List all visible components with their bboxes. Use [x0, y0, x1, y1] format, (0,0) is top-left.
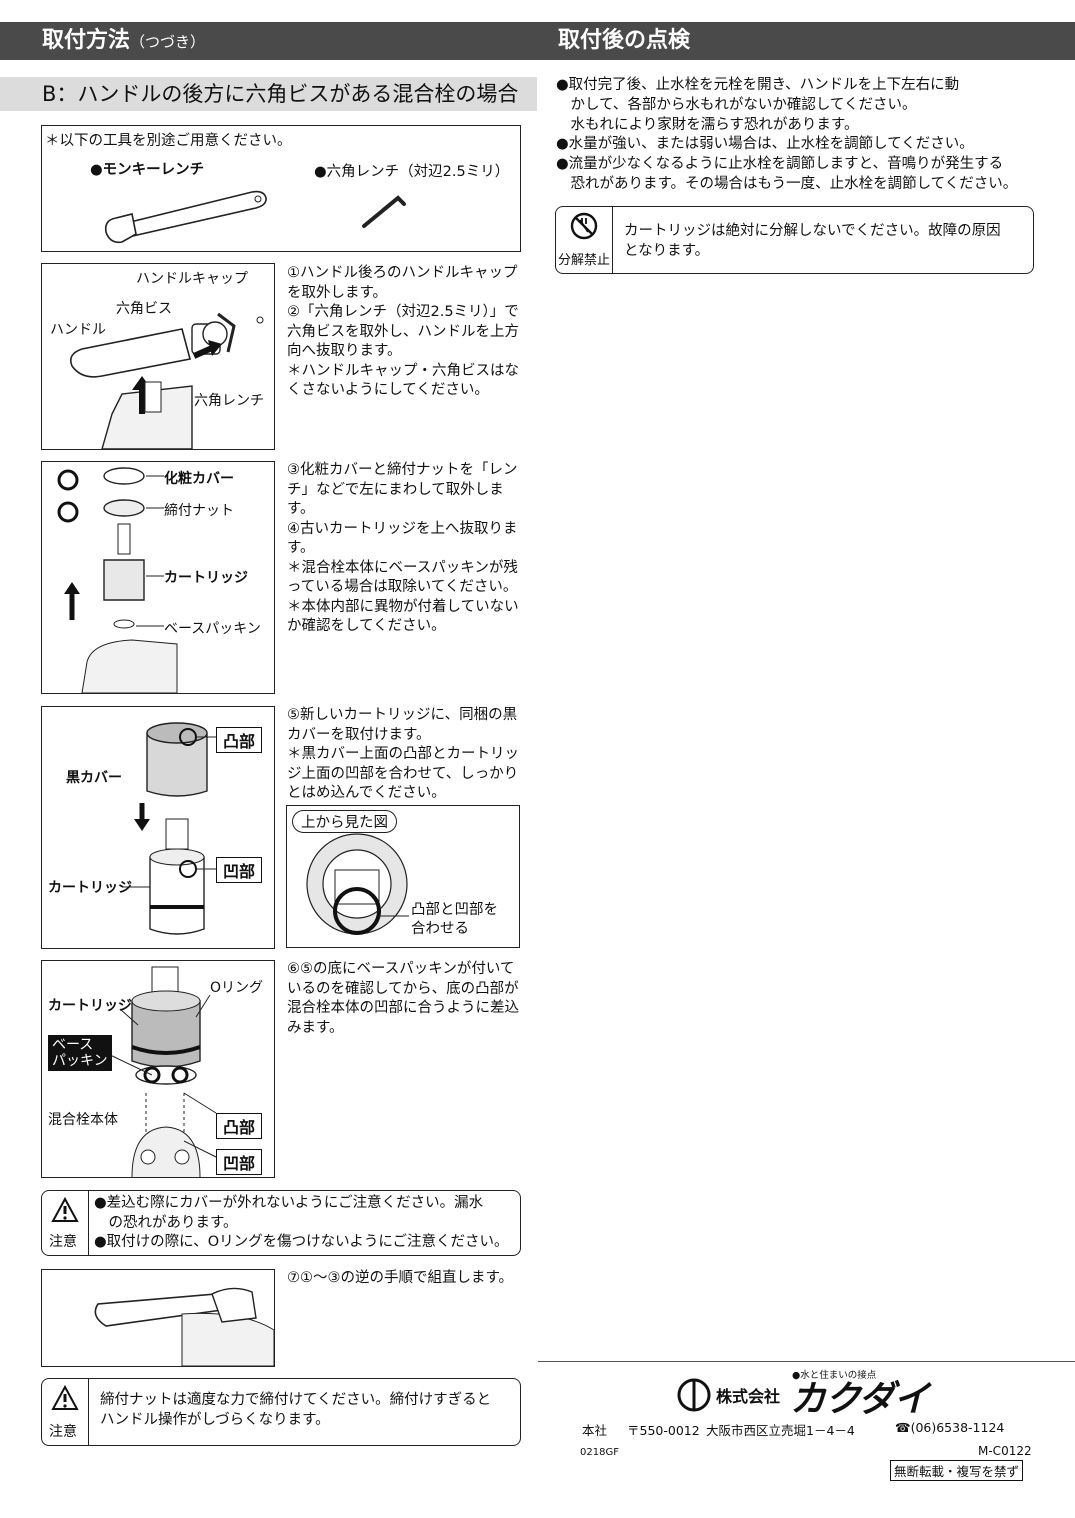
label-decorative-cover: 化粧カバー	[164, 471, 234, 487]
assembled-handle-icon	[94, 1287, 275, 1367]
caution-icon-area: 注意	[42, 1379, 89, 1445]
caution-2-text: 締付ナットは適度な力で締付けてください。締付けすぎると ハンドル操作がしづらくな…	[100, 1392, 492, 1428]
caution-box-2: 注意 締付ナットは適度な力で締付けてください。締付けすぎると ハンドル操作がしづ…	[41, 1378, 521, 1446]
no-disassembly-icon	[570, 212, 598, 240]
footer-model-number: M-C0122	[978, 1444, 1032, 1458]
tag-concave-part: 凹部	[216, 857, 263, 883]
tools-intro: ＊以下の工具を別途ご用意ください。	[45, 133, 292, 149]
left-header-subtitle: （つづき）	[130, 33, 206, 51]
caution-icon-label: 注意	[49, 1424, 77, 1440]
top-view-box: 上から見た図 凸部と凹部を 合わせる	[286, 805, 520, 948]
section-b-heading: B：ハンドルの後方に六角ビスがある混合栓の場合	[0, 77, 537, 111]
left-header: 取付方法（つづき）	[0, 22, 538, 60]
footer-company-prefix: 株式会社	[716, 1387, 781, 1406]
tool-hex-wrench: ●六角レンチ（対辺2.5ミリ）	[314, 164, 510, 180]
cartridge-insert-icon	[105, 966, 217, 1178]
top-view-diagram-icon	[306, 833, 409, 935]
top-view-note: 凸部と凹部を 合わせる	[411, 902, 498, 937]
section-b-title: B：ハンドルの後方に六角ビスがある混合栓の場合	[42, 82, 519, 106]
prohibit-icon-label: 分解禁止	[558, 253, 611, 268]
warning-triangle-icon	[51, 1384, 79, 1410]
step1-text: ①ハンドル後ろのハンドルキャップを取外します。 ②「六角レンチ（対辺2.5ミリ）…	[287, 265, 519, 398]
label-cartridge: カートリッジ	[48, 998, 132, 1014]
label-hex-screw: 六角ビス	[116, 301, 172, 317]
footer-head-office: 本社	[582, 1423, 608, 1438]
prohibit-text: カートリッジは絶対に分解しないでください。故障の原因 となります。	[624, 223, 1001, 259]
step2-figure: 化粧カバー 締付ナット カートリッジ ベースパッキン	[41, 461, 275, 694]
prohibit-box: 分解禁止 カートリッジは絶対に分解しないでください。故障の原因 となります。	[555, 206, 1034, 274]
right-header: 取付後の点検	[538, 22, 1075, 60]
step4-figure: カートリッジ Oリング ベース パッキン 混合栓本体 凸部 凹部	[41, 960, 275, 1178]
step1-figure: ハンドルキャップ 六角ビス ハンドル 六角レンチ	[41, 263, 275, 450]
footer-address: 大阪市西区立売堀1－4－4	[706, 1423, 855, 1438]
footer-copyright: 無断転載・複写を禁ず	[890, 1460, 1024, 1481]
step5-text: ⑦①～③の逆の手順で組直します。	[287, 1270, 514, 1286]
label-tightening-nut: 締付ナット	[164, 503, 234, 519]
top-view-title: 上から見た図	[292, 810, 397, 833]
left-header-title: 取付方法（つづき）	[42, 28, 206, 53]
footer-tagline: ●水と住まいの接点	[792, 1370, 877, 1381]
label-faucet-body: 混合栓本体	[48, 1112, 118, 1128]
caution-icon-label: 注意	[49, 1234, 77, 1250]
caution-icon-area: 注意	[42, 1191, 89, 1255]
handle-faucet-icon	[69, 312, 264, 450]
black-cover-cartridge-icon	[122, 722, 216, 935]
step3-text: ⑤新しいカートリッジに、同梱の黒カバーを取付けます。 ＊黒カバー上面の凸部とカー…	[287, 707, 519, 801]
label-base-packing: ベースパッキン	[164, 621, 261, 637]
warning-triangle-icon	[51, 1196, 79, 1222]
tool-monkey-wrench: ●モンキーレンチ	[90, 162, 205, 178]
label-black-cover: 黒カバー	[66, 770, 122, 786]
monkey-wrench-icon	[104, 190, 267, 244]
prohibit-icon-area: 分解禁止	[556, 207, 613, 273]
label-handle: ハンドル	[50, 322, 106, 338]
inspection-text: ●取付完了後、止水栓を元栓を開き、ハンドルを上下左右に動 かして、各部から水もれ…	[556, 77, 1018, 192]
footer-postal-code: 〒550-0012	[627, 1423, 700, 1438]
tag-concave-part: 凹部	[216, 1149, 263, 1175]
hex-wrench-icon	[362, 195, 406, 228]
caution-box-1: 注意 ●差込む際にカバーが外れないようにご注意ください。漏水 の恐れがあります。…	[41, 1190, 521, 1256]
cartridge-disassembly-icon	[57, 467, 178, 694]
footer-doc-code: 0218GF	[580, 1447, 619, 1458]
footer-divider	[538, 1361, 1075, 1362]
label-handle-cap: ハンドルキャップ	[136, 271, 248, 287]
step2-text: ③化粧カバーと締付ナットを「レンチ」などで左にまわして取外します。 ④古いカート…	[287, 462, 519, 634]
caution-1-text: ●差込む際にカバーが外れないようにご注意ください。漏水 の恐れがあります。 ●取…	[94, 1195, 509, 1250]
step3-figure: 凸部 黒カバー 凹部 カートリッジ	[41, 706, 275, 949]
footer-phone: ☎(06)6538-1124	[895, 1420, 1005, 1435]
right-header-title: 取付後の点検	[558, 28, 691, 53]
label-cartridge: カートリッジ	[48, 880, 132, 896]
label-hex-wrench: 六角レンチ	[194, 393, 264, 409]
footer-company-name: カクダイ	[790, 1379, 930, 1420]
label-base-packing: ベース パッキン	[48, 1035, 112, 1071]
kakudai-logo-icon	[677, 1378, 711, 1412]
step5-figure	[41, 1269, 275, 1367]
tag-convex-part: 凸部	[216, 727, 263, 753]
tag-convex-part: 凸部	[216, 1113, 263, 1139]
label-cartridge: カートリッジ	[164, 570, 248, 586]
step4-text: ⑥⑤の底にベースパッキンが付いているのを確認してから、底の凸部が混合栓本体の凹部…	[287, 961, 519, 1036]
tools-box: ＊以下の工具を別途ご用意ください。 ●モンキーレンチ ●六角レンチ（対辺2.5ミ…	[41, 125, 521, 252]
label-o-ring: Oリング	[210, 980, 264, 996]
